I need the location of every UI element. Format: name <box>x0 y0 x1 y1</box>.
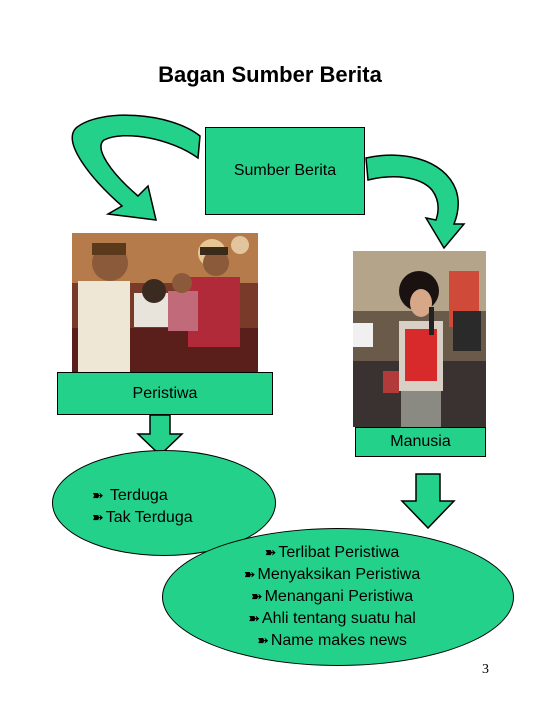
curved-arrow-right <box>365 154 466 250</box>
manusia-label: Manusia <box>390 433 451 450</box>
list-item: ➽Tak Terduga <box>92 509 193 526</box>
sumber-berita-label: Sumber Berita <box>233 162 337 179</box>
bullet-icon: ➽ <box>248 611 260 627</box>
list-item: ➽ Terduga <box>92 487 168 504</box>
list-item: ➽Ahli tentang suatu hal <box>248 610 416 627</box>
left-ellipse <box>52 450 276 556</box>
list-item: ➽Menyaksikan Peristiwa <box>243 566 421 583</box>
peristiwa-label: Peristiwa <box>132 384 198 402</box>
manusia-box: Manusia <box>355 427 486 457</box>
curved-arrow-left <box>71 114 201 221</box>
bullet-icon: ➽ <box>264 545 277 561</box>
down-arrow-left <box>136 414 184 456</box>
list-item: ➽Name makes news <box>257 632 407 649</box>
bullet-icon: ➽ <box>243 567 256 583</box>
bullet-icon: ➽ <box>257 633 269 649</box>
page-title: Bagan Sumber Berita <box>158 62 382 87</box>
bullet-icon: ➽ <box>250 589 263 605</box>
down-arrow-right <box>400 473 456 529</box>
wedding-ceremony-photo <box>72 233 258 373</box>
bullet-icon: ➽ <box>92 488 104 504</box>
list-item: ➽Terlibat Peristiwa <box>264 544 400 561</box>
right-ellipse <box>162 528 514 666</box>
bullet-icon: ➽ <box>92 510 104 526</box>
left-ellipse-list: ➽ Terduga ➽Tak Terduga <box>92 485 193 529</box>
sumber-berita-box: Sumber Berita <box>205 127 365 215</box>
list-item: ➽Menangani Peristiwa <box>250 588 414 605</box>
woman-speaking-photo <box>353 251 486 427</box>
peristiwa-box: Peristiwa <box>57 372 273 415</box>
right-ellipse-list: ➽Terlibat Peristiwa ➽Menyaksikan Peristi… <box>162 542 502 652</box>
page-number: 3 <box>482 662 489 677</box>
